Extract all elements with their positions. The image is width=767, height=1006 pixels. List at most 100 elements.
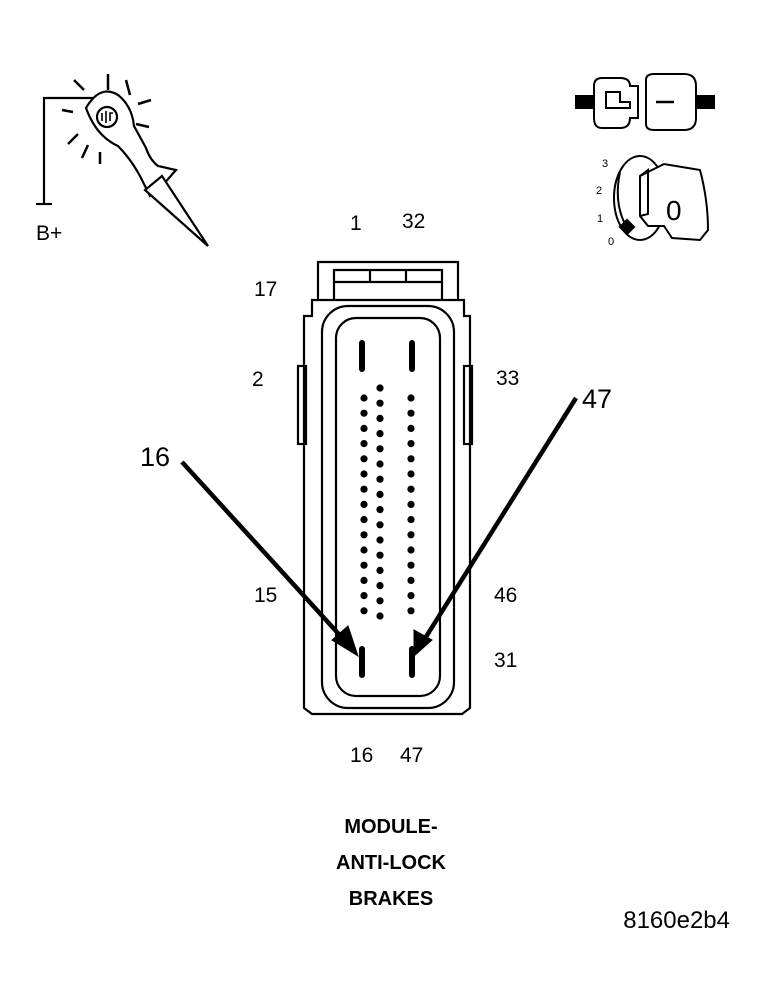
signal-pin-c1-r2 xyxy=(360,409,368,417)
signal-pin-c1-r9 xyxy=(360,516,368,524)
test-light-icon xyxy=(36,74,209,247)
test-light-probe xyxy=(143,174,209,247)
connector-left-tab xyxy=(296,364,308,446)
label-pin-1: 1 xyxy=(350,212,362,235)
signal-pin-c1-r11 xyxy=(360,546,368,554)
signal-pin-c2-r2 xyxy=(376,399,384,407)
label-pin-47-bottom: 47 xyxy=(400,744,423,767)
connector-top-lock xyxy=(332,268,444,300)
signal-pin-c1-r5 xyxy=(360,455,368,463)
key-position-0: 0 xyxy=(608,236,614,248)
signal-pin-c3-r6 xyxy=(407,470,415,478)
label-pin-2: 2 xyxy=(252,368,264,391)
title-line-3: BRAKES xyxy=(349,888,433,910)
signal-pin-c2-r12 xyxy=(376,551,384,559)
signal-pin-c1-r4 xyxy=(360,440,368,448)
connector-outer-shell xyxy=(302,298,472,716)
signal-pin-c3-r1 xyxy=(407,394,415,402)
label-pin-32: 32 xyxy=(402,210,425,233)
b-plus-label: B+ xyxy=(36,222,62,245)
signal-pin-c3-r13 xyxy=(407,576,415,585)
signal-pin-c2-r8 xyxy=(376,490,384,498)
disconnected-connector-icon xyxy=(575,73,715,131)
signal-pin-c2-r6 xyxy=(376,460,384,468)
figure-code: 8160e2b4 xyxy=(623,907,730,934)
label-pin-16-bottom: 16 xyxy=(350,744,373,767)
signal-pin-c2-r10 xyxy=(376,521,384,529)
signal-pin-c2-r14 xyxy=(376,582,384,590)
power-pin-1 xyxy=(359,340,365,372)
signal-pin-c2-r15 xyxy=(376,597,384,605)
power-pin-32 xyxy=(409,340,415,372)
signal-pin-c1-r7 xyxy=(360,485,368,493)
signal-pin-c3-r14 xyxy=(407,592,415,600)
signal-pin-c3-r5 xyxy=(407,455,415,463)
signal-pin-c3-r11 xyxy=(407,546,415,554)
callout-label-47: 47 xyxy=(582,384,612,414)
signal-pin-c2-r11 xyxy=(376,536,384,544)
signal-pins xyxy=(360,384,415,620)
signal-pin-c3-r10 xyxy=(407,531,415,539)
label-pin-15: 15 xyxy=(254,584,277,607)
signal-pin-c3-r4 xyxy=(407,440,415,448)
signal-pin-c1-r6 xyxy=(360,470,368,478)
signal-pin-c1-r8 xyxy=(360,500,368,508)
signal-pin-c2-r9 xyxy=(376,506,384,514)
signal-pin-c1-r10 xyxy=(360,531,368,539)
test-light-rays xyxy=(61,74,152,164)
connector-top-latch xyxy=(316,260,460,300)
signal-pin-c1-r3 xyxy=(360,424,368,432)
signal-pin-c3-r12 xyxy=(407,561,415,569)
key-face-label: 0 xyxy=(666,195,682,226)
callout-label-16: 16 xyxy=(140,442,170,472)
key-bow xyxy=(639,168,649,217)
signal-pin-c2-r16 xyxy=(376,612,384,620)
signal-pin-c1-r12 xyxy=(360,561,368,569)
connector-right-tab xyxy=(462,364,474,446)
ignition-key-icon xyxy=(639,162,710,242)
ignition-switch-icon xyxy=(613,155,710,242)
callout-arrowhead-16 xyxy=(331,625,359,658)
signal-pin-c2-r5 xyxy=(376,445,384,453)
signal-pin-c1-r15 xyxy=(360,607,368,615)
signal-pin-c3-r9 xyxy=(407,516,415,524)
power-pin-16 xyxy=(359,646,365,678)
label-pin-31: 31 xyxy=(494,649,517,672)
connector-latch xyxy=(605,91,631,109)
signal-pin-c2-r1 xyxy=(376,384,384,392)
callout-arrow-16 xyxy=(180,460,348,644)
signal-pin-c1-r14 xyxy=(360,592,368,600)
wire-left xyxy=(575,95,595,109)
title-line-1: MODULE- xyxy=(344,816,437,838)
callout-arrow-47 xyxy=(422,396,578,642)
wire-right xyxy=(695,95,715,109)
signal-pin-c2-r13 xyxy=(376,566,384,575)
connector-half-left xyxy=(593,77,639,129)
signal-pin-c3-r7 xyxy=(407,485,415,493)
callout-arrows xyxy=(180,396,578,658)
connector-inner-wall xyxy=(320,304,456,710)
signal-pin-c3-r3 xyxy=(407,424,415,432)
signal-pin-c1-r13 xyxy=(360,576,368,585)
signal-pin-c2-r7 xyxy=(376,475,384,483)
test-light-filament xyxy=(101,111,113,123)
key-position-3: 3 xyxy=(602,158,608,170)
key-position-2: 2 xyxy=(596,185,602,197)
abs-module-connector xyxy=(296,260,474,716)
signal-pin-c3-r8 xyxy=(407,500,415,508)
label-pin-46: 46 xyxy=(494,584,517,607)
signal-pin-c2-r4 xyxy=(376,430,384,438)
key-arc xyxy=(616,171,625,223)
test-light-wire xyxy=(42,96,96,204)
signal-pin-c3-r2 xyxy=(407,409,415,417)
label-pin-17: 17 xyxy=(254,278,277,301)
callout-arrowhead-47 xyxy=(413,629,433,658)
signal-pin-c1-r1 xyxy=(360,394,368,402)
title-line-2: ANTI-LOCK xyxy=(336,852,447,874)
label-pin-33: 33 xyxy=(496,367,519,390)
key-position-1: 1 xyxy=(597,213,603,225)
signal-pin-c3-r15 xyxy=(407,607,415,615)
connector-cavity xyxy=(334,316,442,698)
signal-pin-c2-r3 xyxy=(376,414,384,422)
